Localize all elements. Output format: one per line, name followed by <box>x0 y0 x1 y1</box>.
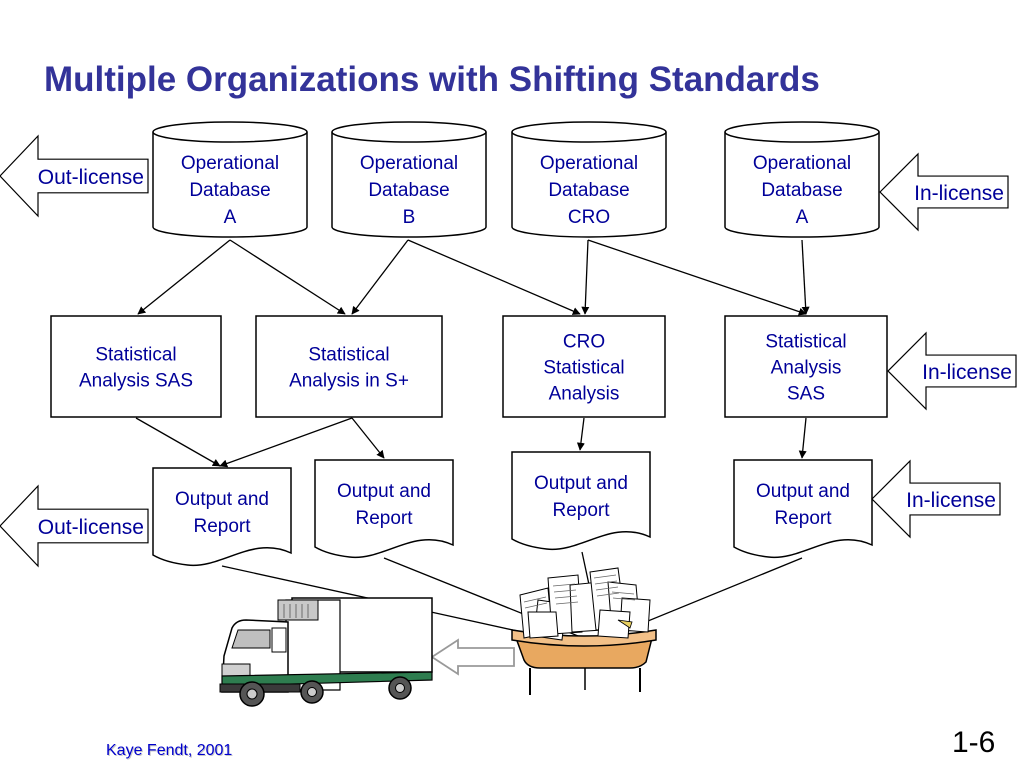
database-label-line: A <box>224 207 237 228</box>
node-layer: OperationalDatabaseAOperationalDatabaseB… <box>0 121 1017 568</box>
report-label-line: Output and <box>337 481 431 502</box>
connector-line <box>625 557 803 631</box>
analysis-label-line: Statistical <box>543 358 624 379</box>
license-label: In-license <box>914 182 1004 205</box>
analysis-label-line: Analysis <box>549 384 620 405</box>
analysis-label-line: Statistical <box>95 345 176 366</box>
connector-line <box>135 417 221 467</box>
connector-line <box>137 239 231 315</box>
analysis-label-line: Analysis SAS <box>79 371 193 392</box>
paper-pile-desk-icon <box>511 567 657 695</box>
hollow-arrow-left-icon <box>430 638 515 676</box>
report-label-line: Report <box>193 516 251 537</box>
analysis-label-line: Analysis <box>771 358 842 379</box>
connector-line <box>407 239 581 315</box>
license-label: Out-license <box>38 166 144 189</box>
analysis-label-line: Statistical <box>308 345 389 366</box>
database-label-line: Database <box>368 180 449 201</box>
database-label-line: Database <box>189 180 270 201</box>
analysis-label-line: Analysis in S+ <box>289 371 409 392</box>
license-label: In-license <box>906 489 996 512</box>
database-label-line: Operational <box>360 153 458 174</box>
footer-author: Kaye Fendt, 2001 <box>106 742 233 759</box>
license-arrow: Out-license <box>0 484 149 568</box>
database-label-line: Database <box>548 180 629 201</box>
license-arrow: In-license <box>887 331 1017 411</box>
report-label-line: Report <box>355 508 413 529</box>
license-arrow: Out-license <box>0 134 149 218</box>
report-label-line: Output and <box>175 489 269 510</box>
database-label-line: Operational <box>540 153 638 174</box>
page-number: 1-6 <box>952 726 996 759</box>
license-label: In-license <box>922 361 1012 384</box>
analysis-label-line: SAS <box>787 384 825 405</box>
connector-line <box>798 417 807 459</box>
database-label-line: Operational <box>753 153 851 174</box>
connector-line <box>581 239 590 315</box>
connector-layer <box>135 239 810 641</box>
connector-line <box>229 239 346 315</box>
report-label-line: Report <box>774 508 832 529</box>
database-label-line: B <box>403 207 416 228</box>
connector-line <box>576 417 585 451</box>
database-label-line: Database <box>761 180 842 201</box>
database-label-line: A <box>796 207 809 228</box>
analysis-label-line: CRO <box>563 332 605 353</box>
database-label-line: CRO <box>568 207 610 228</box>
connector-line <box>351 417 385 459</box>
analysis-label-line: Statistical <box>765 332 846 353</box>
page-title: Multiple Organizations with Shifting Sta… <box>44 60 820 99</box>
database-label-line: Operational <box>181 153 279 174</box>
report-label-line: Report <box>552 500 610 521</box>
connector-line <box>587 239 807 316</box>
delivery-truck-icon <box>219 597 433 707</box>
connector-line <box>351 239 409 315</box>
license-label: Out-license <box>38 516 144 539</box>
license-arrow: In-license <box>879 152 1009 232</box>
connector-line <box>801 239 810 315</box>
report-label-line: Output and <box>756 481 850 502</box>
report-label-line: Output and <box>534 473 628 494</box>
license-arrow: In-license <box>871 459 1001 539</box>
connector-line <box>219 417 353 468</box>
